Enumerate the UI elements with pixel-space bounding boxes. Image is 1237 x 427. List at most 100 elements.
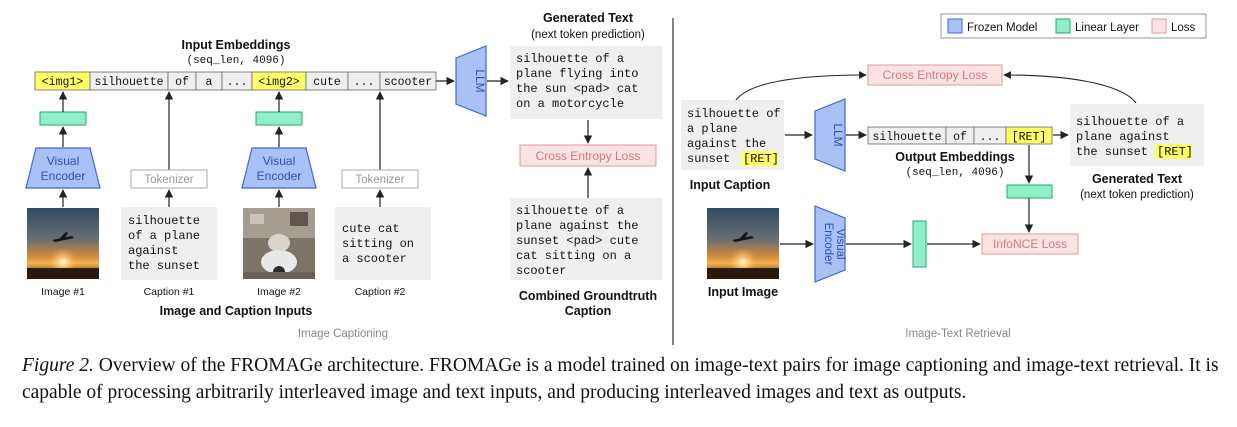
- token-label: cute: [313, 76, 341, 89]
- caption-1-line: the sunset: [128, 259, 200, 273]
- image-1-label: Image #1: [41, 286, 85, 298]
- visual-encoder-2: [241, 147, 317, 189]
- token-label: ...: [980, 131, 1001, 144]
- generated-subtitle: (next token prediction): [531, 29, 645, 41]
- legend-loss-swatch: [1151, 18, 1167, 34]
- caption-2-label: Caption #2: [355, 286, 406, 298]
- legend-frozen-swatch: [947, 18, 963, 34]
- token-label: silhouette: [872, 131, 941, 144]
- caption-2-line: sitting on: [342, 237, 414, 251]
- visual-encoder-1-label: Visual: [47, 154, 79, 168]
- tokenizer-2: [341, 169, 419, 189]
- input-caption-line: sunset: [687, 152, 730, 166]
- groundtruth-line: scooter: [516, 264, 566, 278]
- tokenizer-1: [130, 169, 208, 189]
- groundtruth-line: sunset <pad> cute: [516, 234, 638, 248]
- token-label: ...: [354, 76, 375, 89]
- tokenizer-2-label: Tokenizer: [355, 174, 404, 186]
- generated-line: the sun <pad> cat: [516, 82, 638, 96]
- caption-1-line: against: [128, 244, 178, 258]
- retrieval-visual-encoder: [814, 205, 846, 283]
- retrieval-cross-entropy-box: [867, 64, 1003, 86]
- output-embeddings-shape: (seq_len, 4096): [905, 167, 1004, 179]
- caption-2-line: cute cat: [342, 222, 400, 236]
- captioning-section-label: Image Captioning: [298, 328, 388, 340]
- input-token-row: <img1> silhouette of a ... <img2> cute .…: [34, 71, 437, 91]
- ret-highlight: [741, 151, 778, 166]
- input-embeddings-shape: (seq_len, 4096): [186, 55, 285, 67]
- retrieval-visual-encoder-label: Visual: [834, 228, 846, 259]
- llm-label: LLM: [473, 69, 487, 92]
- input-embeddings-title: Input Embeddings: [181, 38, 290, 52]
- token-ret: [1005, 126, 1053, 145]
- visual-encoder-1-label: Encoder: [41, 169, 86, 183]
- token-label: ...: [227, 76, 248, 89]
- retrieval-linear-text: [1006, 184, 1053, 199]
- token-label: scooter: [384, 76, 432, 89]
- linear-layer-2: [255, 111, 303, 126]
- legend-linear-label: Linear Layer: [1075, 22, 1139, 34]
- architecture-diagram: Input Embeddings (seq_len, 4096) <img1> …: [25, 11, 1207, 345]
- retrieval-generated-line: the sunset: [1076, 145, 1148, 159]
- groundtruth-line: plane against the: [516, 219, 638, 233]
- visual-encoder-1: [25, 147, 101, 189]
- output-token-row: silhouette of ... [RET]: [867, 126, 1053, 145]
- retrieval-linear-image: [912, 220, 927, 268]
- input-caption-line: silhouette of: [687, 107, 781, 121]
- caption-1-line: of a plane: [128, 229, 200, 243]
- token-label: of: [175, 76, 189, 89]
- figure-caption-label: Figure 2.: [22, 355, 94, 376]
- token-label: silhouette: [94, 76, 163, 89]
- input-image-thumbnail: [707, 208, 779, 279]
- token-label: a: [206, 76, 213, 89]
- caption-1-label: Caption #1: [144, 286, 195, 298]
- caption-1-line: silhouette: [128, 214, 200, 228]
- generated-line: on a motorcycle: [516, 97, 624, 111]
- generated-line: plane flying into: [516, 67, 638, 81]
- caption-2-line: a scooter: [342, 252, 407, 266]
- cross-entropy-loss-box: [519, 144, 657, 167]
- legend: Frozen Model Linear Layer Loss: [940, 13, 1207, 39]
- visual-encoder-2-label: Visual: [263, 154, 295, 168]
- retrieval-generated-title: Generated Text: [1092, 172, 1183, 186]
- infonce-loss-box: [981, 233, 1079, 255]
- retrieval-section-label: Image-Text Retrieval: [905, 328, 1010, 340]
- linear-layer-1: [39, 111, 87, 126]
- arc-right: [1003, 71, 1137, 104]
- ret-token: [RET]: [743, 152, 779, 166]
- retrieval-cross-entropy-label: Cross Entropy Loss: [883, 68, 988, 82]
- groundtruth-line: cat sitting on a: [516, 249, 631, 263]
- llm-block: [455, 45, 487, 117]
- inputs-title: Image and Caption Inputs: [160, 304, 313, 318]
- input-image-label: Input Image: [708, 285, 778, 299]
- infonce-loss-label: InfoNCE Loss: [993, 237, 1067, 251]
- ret-highlight: [1155, 144, 1192, 159]
- groundtruth-line: silhouette of a: [516, 204, 624, 218]
- retrieval-llm-block: [814, 98, 846, 172]
- legend-frozen-label: Frozen Model: [967, 22, 1037, 34]
- legend-loss-label: Loss: [1171, 22, 1196, 34]
- caption-1-box: [121, 207, 217, 280]
- tokenizer-1-label: Tokenizer: [144, 174, 193, 186]
- generated-title: Generated Text: [543, 11, 634, 25]
- retrieval-llm-label: LLM: [831, 123, 845, 146]
- figure-caption-text: Overview of the FROMAGe architecture. FR…: [22, 355, 1219, 403]
- retrieval-generated-line: plane against: [1076, 130, 1170, 144]
- groundtruth-text-box: [510, 198, 662, 280]
- groundtruth-title: Caption: [565, 304, 612, 318]
- image-1-thumbnail: [27, 208, 99, 279]
- image-2-label: Image #2: [257, 286, 301, 298]
- retrieval-visual-encoder-label: Encoder: [822, 223, 834, 266]
- ret-token: [RET]: [1157, 145, 1193, 159]
- generated-line: silhouette of a: [516, 52, 624, 66]
- retrieval-generated-subtitle: (next token prediction): [1080, 189, 1194, 201]
- arc-left: [735, 71, 867, 101]
- generated-text-box: [510, 46, 662, 119]
- token-label: <img2>: [258, 76, 300, 89]
- input-caption-line: a plane: [687, 122, 737, 136]
- input-caption-line: against the: [687, 137, 766, 151]
- retrieval-generated-line: silhouette of a: [1076, 115, 1184, 129]
- token-label: [RET]: [1012, 131, 1047, 144]
- image-2-thumbnail: [243, 208, 315, 279]
- token-label: <img1>: [42, 76, 84, 89]
